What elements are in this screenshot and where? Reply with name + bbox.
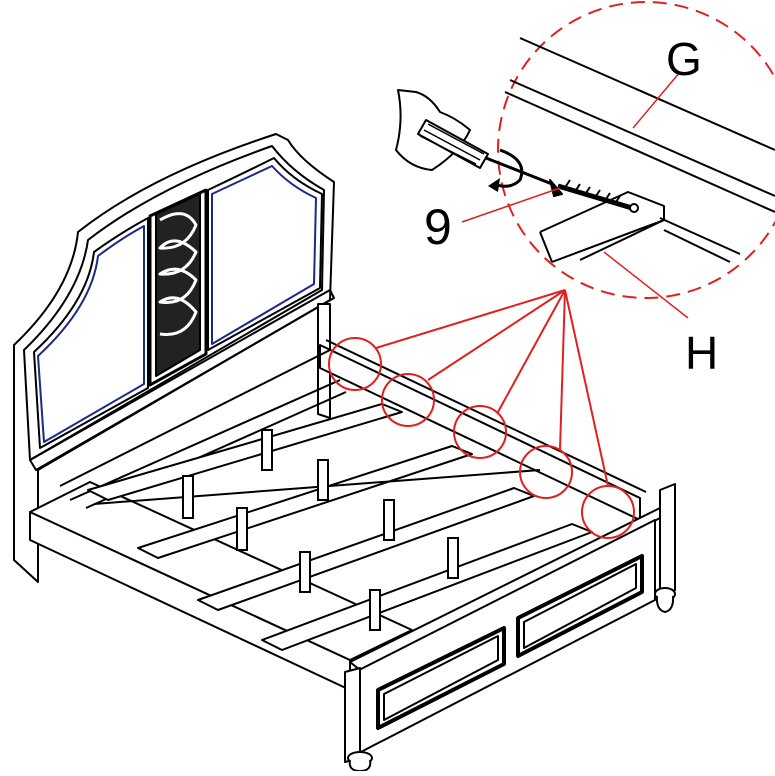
clockwise-arrow-icon xyxy=(493,148,524,188)
footboard xyxy=(344,483,676,772)
attachment-point-markers xyxy=(328,289,635,539)
support-legs xyxy=(182,429,459,631)
arrowhead-icon xyxy=(488,178,500,192)
part-label-h: H xyxy=(685,327,719,379)
detail-view xyxy=(504,37,775,263)
label-leaders xyxy=(461,71,689,319)
step-label-9: 9 xyxy=(424,199,452,255)
bed-base xyxy=(29,339,647,691)
bed-slats xyxy=(87,403,593,651)
part-label-g: G xyxy=(666,33,702,85)
detail-callout-circle xyxy=(497,1,775,299)
hand-holding-screwdriver-icon xyxy=(395,89,553,186)
